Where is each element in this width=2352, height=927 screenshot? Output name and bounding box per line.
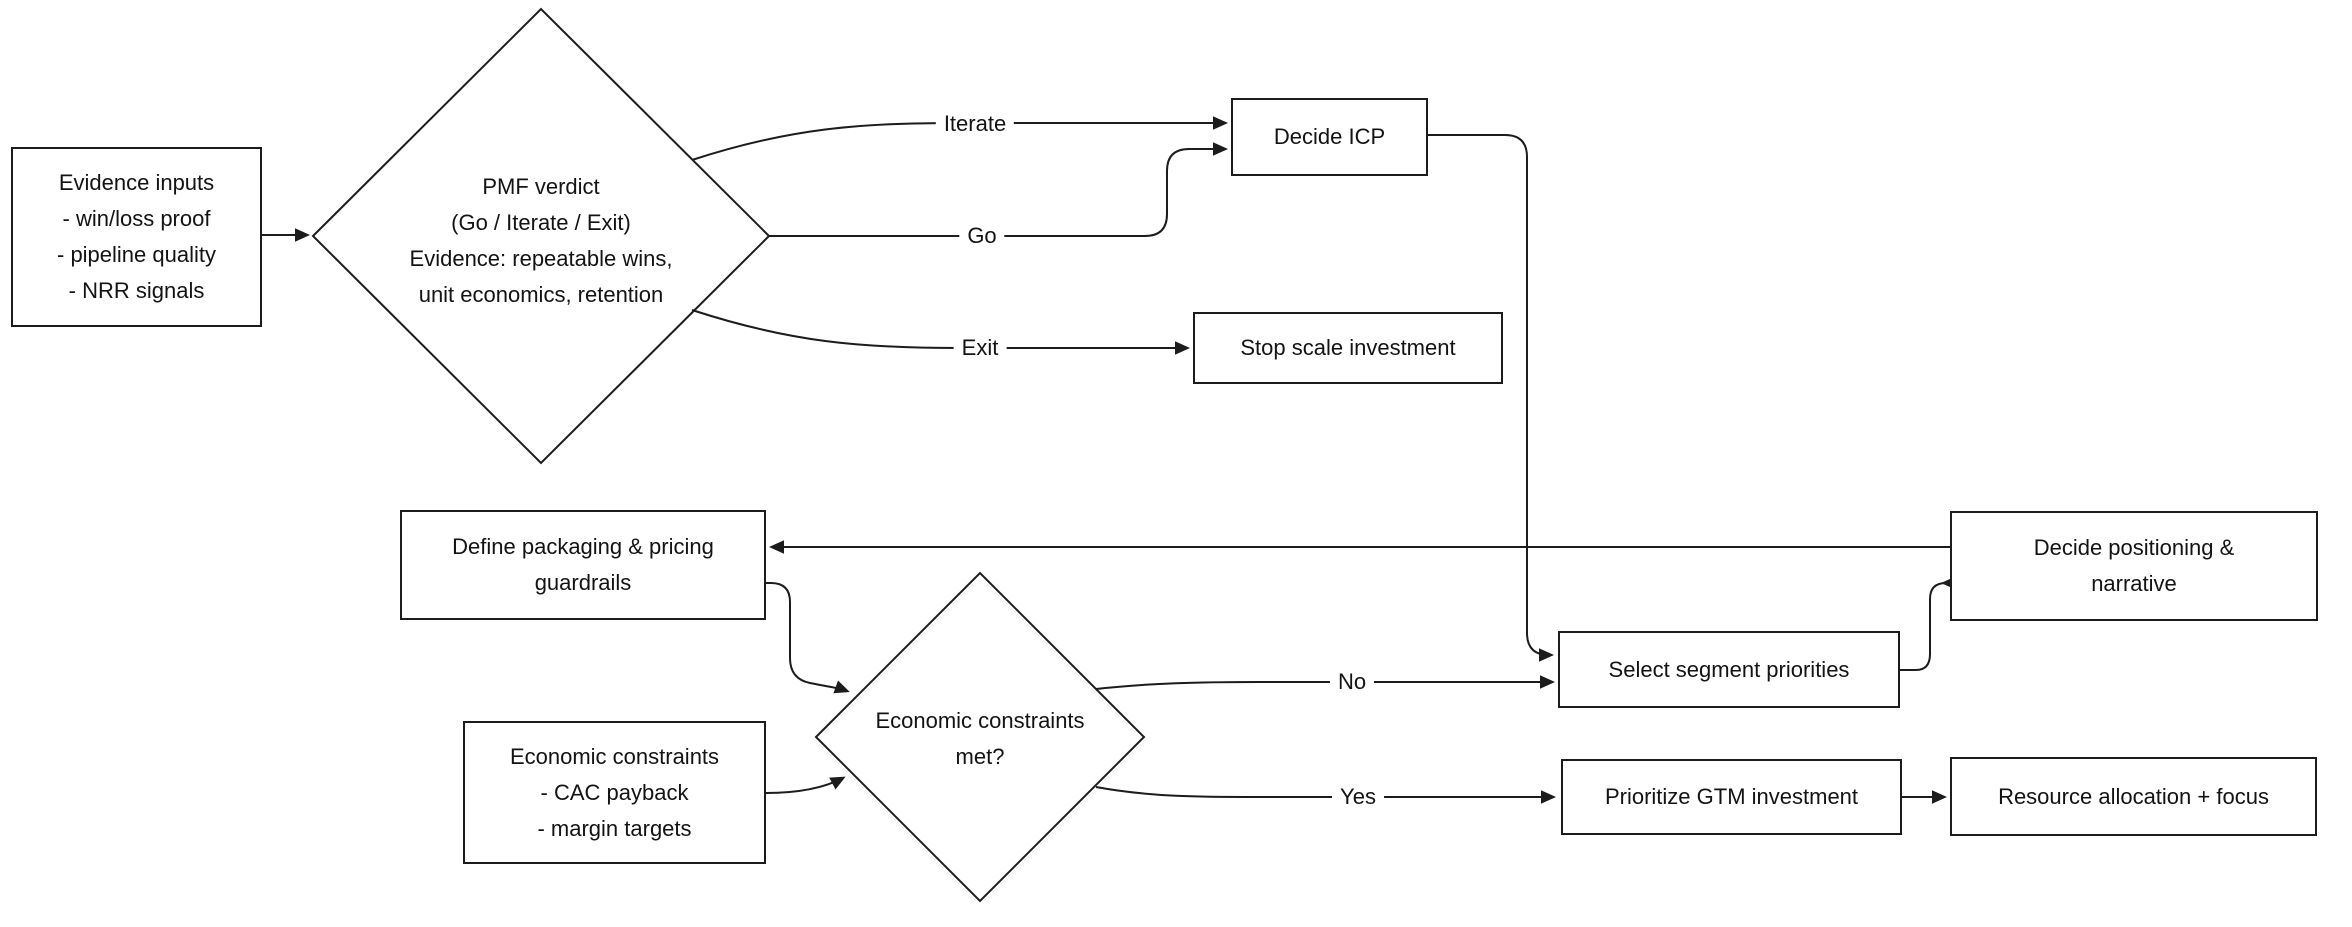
edge-economic-constraints-to-economic-diamond	[765, 776, 846, 794]
decision-economic-constraints-shape	[814, 571, 1146, 903]
node-decide-icp: Decide ICP	[1231, 98, 1428, 176]
decision-economic-constraints-label: Economic constraints met?	[875, 708, 1085, 769]
node-decide-positioning: Decide positioning & narrative	[1950, 511, 2318, 621]
decision-pmf-verdict-label: PMF verdict (Go / Iterate / Exit) Eviden…	[409, 174, 673, 307]
node-stop-scale-investment: Stop scale investment	[1193, 312, 1503, 384]
edge-label-go: Go	[959, 221, 1005, 251]
edge-select-segment-to-decide-positioning	[1900, 576, 1956, 671]
edge-label-no: No	[1329, 667, 1375, 697]
edge-pmf-exit-to-stop-scale	[691, 309, 1190, 355]
edge-pmf-go-to-decide-icp	[769, 142, 1228, 237]
node-resource-allocation: Resource allocation + focus	[1950, 757, 2317, 836]
edge-label-yes: Yes	[1332, 782, 1384, 812]
edge-label-iterate: Iterate	[935, 109, 1015, 139]
edge-decide-icp-to-select-segment	[1428, 134, 1554, 662]
edge-economic-no-to-select-segment	[1095, 675, 1555, 690]
edge-define-packaging-to-economic-diamond	[766, 582, 850, 694]
node-prioritize-gtm: Prioritize GTM investment	[1561, 759, 1902, 835]
edge-label-exit: Exit	[953, 333, 1007, 363]
node-evidence-inputs: Evidence inputs - win/loss proof - pipel…	[11, 147, 262, 327]
node-define-packaging: Define packaging & pricing guardrails	[400, 510, 766, 620]
node-economic-constraints: Economic constraints - CAC payback - mar…	[463, 721, 766, 864]
node-select-segment-priorities: Select segment priorities	[1558, 631, 1900, 708]
edge-economic-yes-to-prioritize-gtm	[1095, 786, 1556, 804]
